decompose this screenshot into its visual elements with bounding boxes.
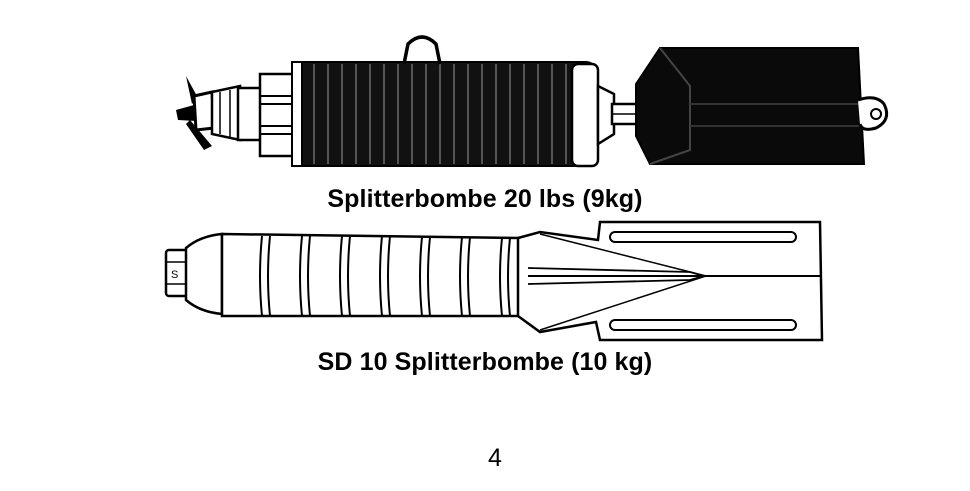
splitterbombe-20lbs-drawing <box>176 35 889 168</box>
nose-fuze: S <box>164 248 190 298</box>
tail-unit <box>516 220 824 342</box>
tail-fins <box>635 47 889 165</box>
svg-text:S: S <box>171 269 178 281</box>
nose-collar <box>210 72 298 158</box>
figure-caption-sd10-splitterbombe: SD 10 Splitterbombe (10 kg) <box>317 348 653 376</box>
sd10-splitterbombe-drawing: S <box>164 220 824 342</box>
figure-caption-splitterbombe-20lbs: Splitterbombe 20 lbs (9kg) <box>327 185 643 213</box>
suspension-lug <box>402 35 442 65</box>
propeller-fuze <box>176 76 216 150</box>
page-number: 4 <box>488 444 502 472</box>
coiled-body <box>291 61 600 168</box>
ribbed-body <box>220 232 522 318</box>
nose-ogive <box>184 232 224 316</box>
